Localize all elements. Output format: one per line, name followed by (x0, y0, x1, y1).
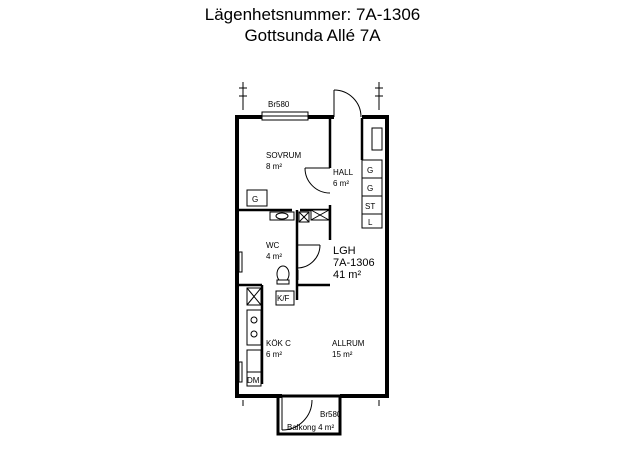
fridge-freezer-label: K/F (277, 294, 290, 303)
radiators (238, 251, 243, 383)
bedroom-closet (246, 189, 268, 207)
bedroom-closet-label: G (252, 195, 258, 204)
room-sovrum-area: 8 m² (266, 162, 282, 171)
room-sovrum-name: SOVRUM (266, 151, 301, 160)
apartment-label: LGH (333, 245, 356, 257)
entry-door (333, 89, 362, 118)
closet-g-2: G (367, 184, 373, 193)
bedroom-door (304, 167, 331, 194)
wc-fixtures (269, 209, 330, 285)
closet-st: ST (365, 202, 375, 211)
exterior-markers (239, 82, 383, 406)
hall-closets (361, 127, 383, 229)
fridge-freezer (275, 290, 295, 306)
room-allrum-name: ALLRUM (332, 339, 365, 348)
kitchen-cabinets (246, 287, 262, 387)
closet-l: L (368, 218, 373, 227)
room-hall-area: 6 m² (333, 179, 349, 188)
apartment-area: 41 m² (333, 269, 361, 281)
room-hall-name: HALL (333, 168, 354, 177)
plan-title-apartment-number: Lägenhetsnummer: 7A-1306 (204, 5, 421, 24)
dishwasher-label: DM (247, 376, 260, 385)
window-top-label: Br580 (268, 100, 290, 109)
room-wc-name: WC (266, 241, 280, 250)
window-bottom-label: Br580 (320, 410, 342, 419)
balcony-label: Balkong 4 m² (287, 423, 334, 432)
outer-walls (235, 115, 389, 398)
room-wc-area: 4 m² (266, 252, 282, 261)
window-top (261, 111, 309, 121)
room-allrum-area: 15 m² (332, 350, 353, 359)
wc-door (296, 244, 321, 269)
apartment-number: 7A-1306 (333, 257, 375, 269)
room-kok-area: 6 m² (266, 350, 282, 359)
balcony (276, 394, 342, 436)
closet-g-1: G (367, 166, 373, 175)
plan-title-address: Gottsunda Allé 7A (244, 26, 381, 45)
interior-walls (237, 118, 364, 384)
room-kok-name: KÖK C (266, 339, 291, 348)
